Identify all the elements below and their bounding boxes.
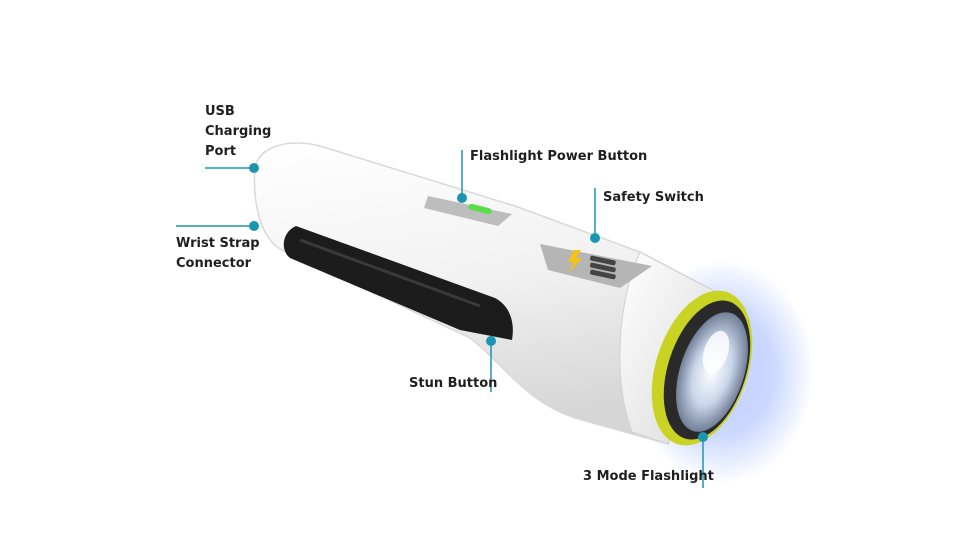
grip-highlight [299, 238, 481, 308]
switch-ridge [590, 255, 616, 266]
flashlight-label: 3 Mode Flashlight [583, 469, 714, 484]
power-button-marker [457, 193, 467, 203]
power-button-housing [424, 196, 512, 226]
usb-port-marker [249, 163, 259, 173]
wrist-strap-marker [249, 221, 259, 231]
stun-button-label: Stun Button [409, 376, 498, 391]
lightning-bolt-icon [568, 250, 582, 274]
switch-ridge [590, 262, 616, 273]
power-indicator-light-icon [468, 203, 492, 215]
safety-switch-marker [590, 233, 600, 243]
flashlight-body [253, 142, 717, 445]
flashlight-marker [698, 432, 708, 442]
safety-switch-label: Safety Switch [603, 190, 704, 205]
lens-highlight [702, 330, 730, 374]
power-button-label: Flashlight Power Button [470, 149, 648, 164]
switch-ridge [590, 269, 616, 280]
wrist-strap-label: Wrist Strap Connector [176, 236, 260, 271]
stun-button-marker [486, 336, 496, 346]
usb-port-label: USB Charging Port [205, 104, 272, 159]
